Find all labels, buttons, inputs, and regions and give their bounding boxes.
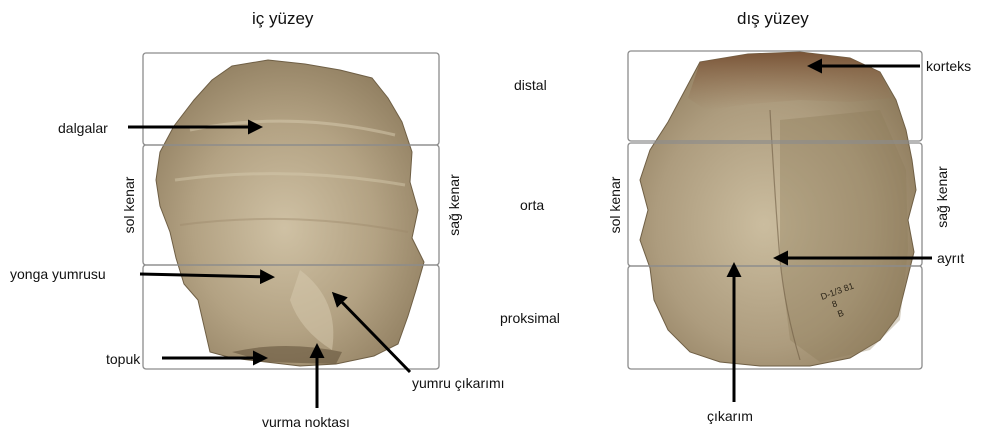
- label-bulb-scar: yumru çıkarımı: [412, 376, 505, 390]
- label-platform: topuk: [106, 352, 140, 366]
- label-cortex: korteks: [926, 59, 971, 73]
- zone-middle-label: orta: [520, 198, 544, 212]
- label-ridge: ayrıt: [937, 251, 964, 265]
- inner-surface-stone: [156, 60, 424, 366]
- zone-proximal-label: proksimal: [500, 311, 560, 325]
- label-point-of-impact: vurma noktası: [262, 415, 350, 429]
- label-scar: çıkarım: [707, 409, 753, 423]
- outer-left-edge-label: sol kenar: [608, 172, 622, 238]
- label-bulb: yonga yumrusu: [10, 267, 106, 281]
- inner-right-edge-label: sağ kenar: [447, 169, 461, 241]
- outer-surface-title: dış yüzey: [737, 10, 809, 27]
- inner-left-edge-label: sol kenar: [122, 172, 136, 238]
- outer-right-scar-shade: [780, 110, 908, 362]
- inner-surface-title: iç yüzey: [252, 10, 313, 27]
- zone-distal-label: distal: [514, 78, 547, 92]
- label-waves: dalgalar: [58, 121, 108, 135]
- outer-right-edge-label: sağ kenar: [935, 161, 949, 233]
